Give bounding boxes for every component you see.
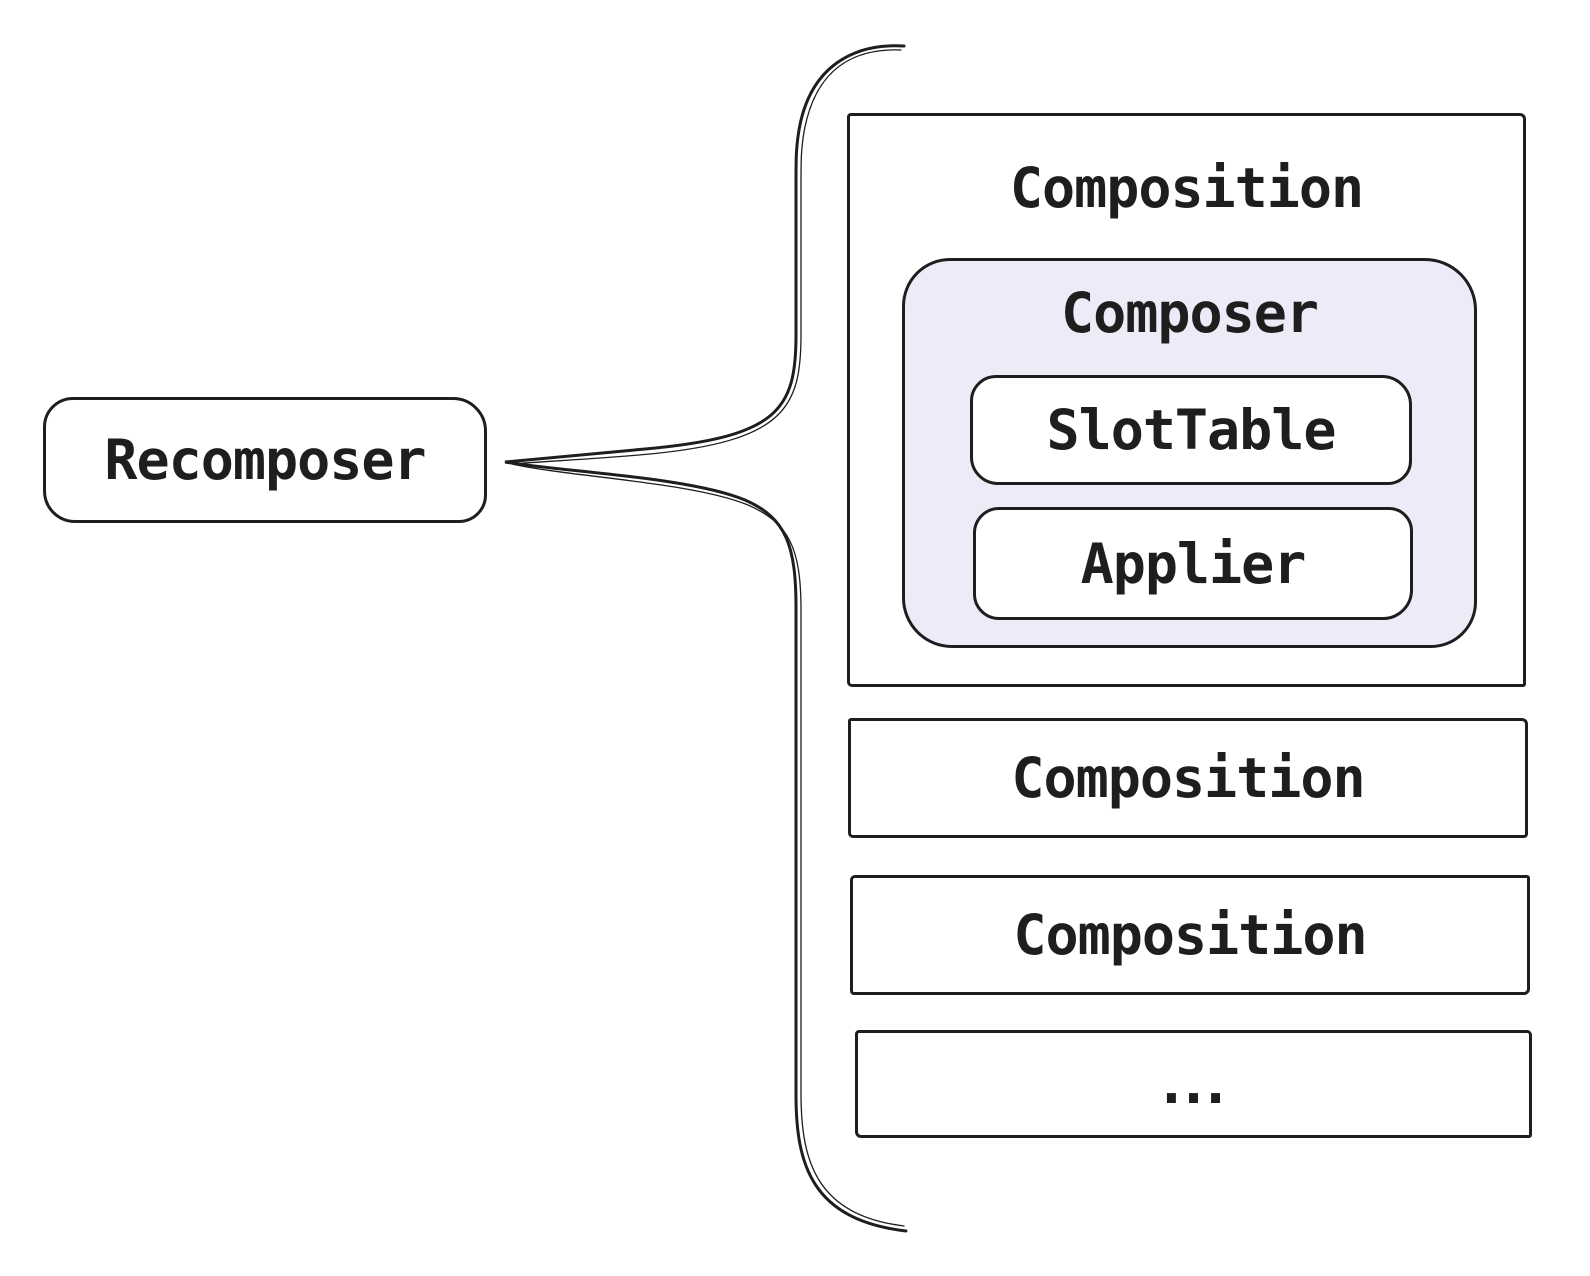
- slottable-box: SlotTable: [970, 375, 1412, 485]
- recomposer-label: Recomposer: [104, 428, 426, 492]
- recomposer-box: Recomposer: [43, 397, 487, 523]
- composer-label: Composer: [1061, 281, 1319, 345]
- composition-3-box: Composition: [850, 875, 1530, 995]
- composition-main-label: Composition: [1009, 156, 1364, 220]
- composition-2-box: Composition: [848, 718, 1528, 838]
- composition-2-label: Composition: [1011, 746, 1365, 810]
- composition-3-label: Composition: [1013, 903, 1367, 967]
- ellipsis-box: ...: [855, 1030, 1532, 1138]
- applier-label: Applier: [1080, 531, 1307, 596]
- applier-box: Applier: [973, 507, 1413, 620]
- slottable-label: SlotTable: [1046, 398, 1336, 462]
- ellipsis-label: ...: [1154, 1052, 1232, 1116]
